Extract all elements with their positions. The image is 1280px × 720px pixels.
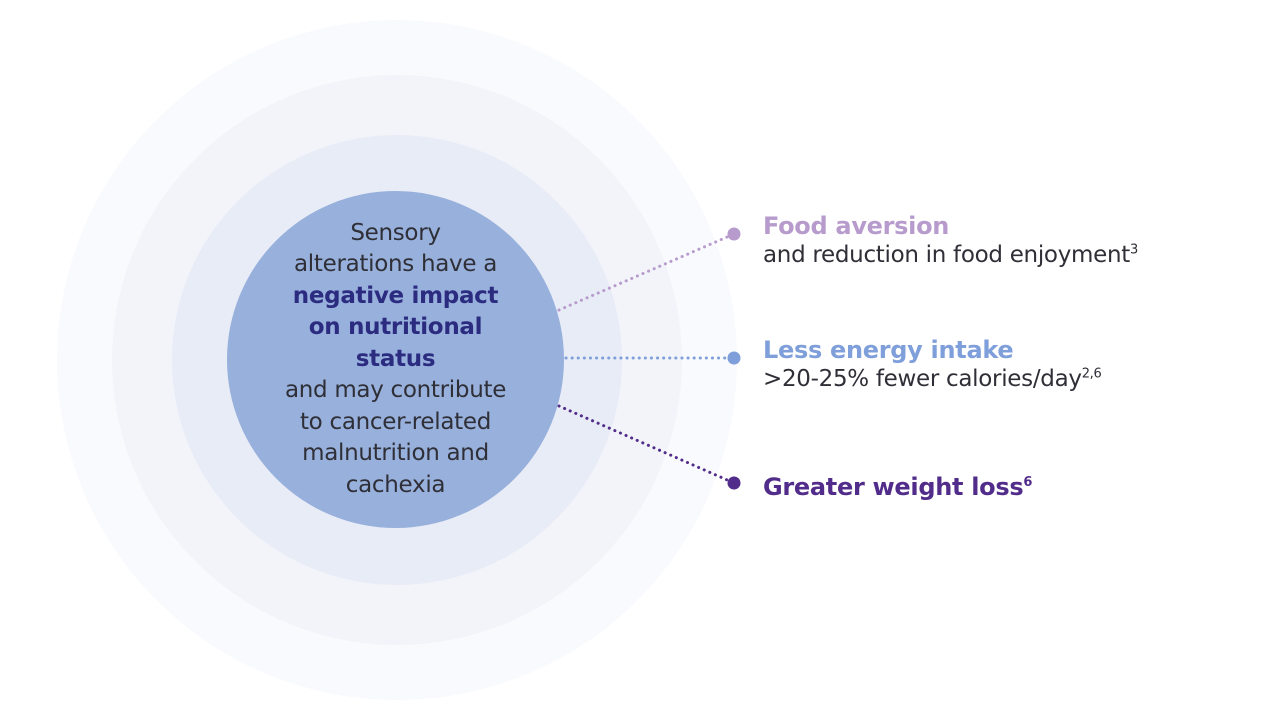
outcome-subtitle-ref: 3 xyxy=(1129,242,1138,258)
outcome-subtitle-text: and reduction in food enjoyment xyxy=(763,242,1130,268)
center-line-2: alterations have a xyxy=(294,251,497,278)
outcome-food-aversion: Food aversion and reduction in food enjo… xyxy=(763,212,1138,270)
outcome-title: Food aversion xyxy=(763,212,1138,240)
marker-weight-loss xyxy=(727,476,741,490)
outcome-weight-loss: Greater weight loss6 xyxy=(763,473,1032,501)
outcome-title-text: Greater weight loss xyxy=(763,473,1024,501)
outcome-title-ref: 6 xyxy=(1023,475,1033,490)
center-circle: Sensory alterations have a negative impa… xyxy=(227,191,564,528)
connector-food-aversion xyxy=(557,232,736,312)
center-line-1: Sensory xyxy=(350,219,441,246)
center-rest: and may contribute to cancer-related mal… xyxy=(284,377,507,498)
outcome-less-energy: Less energy intake >20-25% fewer calorie… xyxy=(763,336,1102,394)
outcome-title-text: Food aversion xyxy=(763,212,950,240)
outcome-title: Less energy intake xyxy=(763,336,1101,364)
outcome-subtitle: and reduction in food enjoyment3 xyxy=(763,240,1138,270)
center-highlight: negative impact on nutritional status xyxy=(292,282,499,372)
outcome-subtitle-ref: 2,6 xyxy=(1081,366,1102,382)
outcome-title: Greater weight loss6 xyxy=(763,473,1032,501)
marker-less-energy xyxy=(727,351,741,365)
outcome-title-text: Less energy intake xyxy=(763,336,1014,364)
marker-food-aversion xyxy=(727,227,741,241)
outcome-subtitle-text: >20-25% fewer calories/day xyxy=(763,366,1082,392)
outcome-subtitle: >20-25% fewer calories/day2,6 xyxy=(763,364,1102,394)
center-text: Sensory alterations have a negative impa… xyxy=(276,218,516,502)
connector-weight-loss xyxy=(557,404,736,485)
